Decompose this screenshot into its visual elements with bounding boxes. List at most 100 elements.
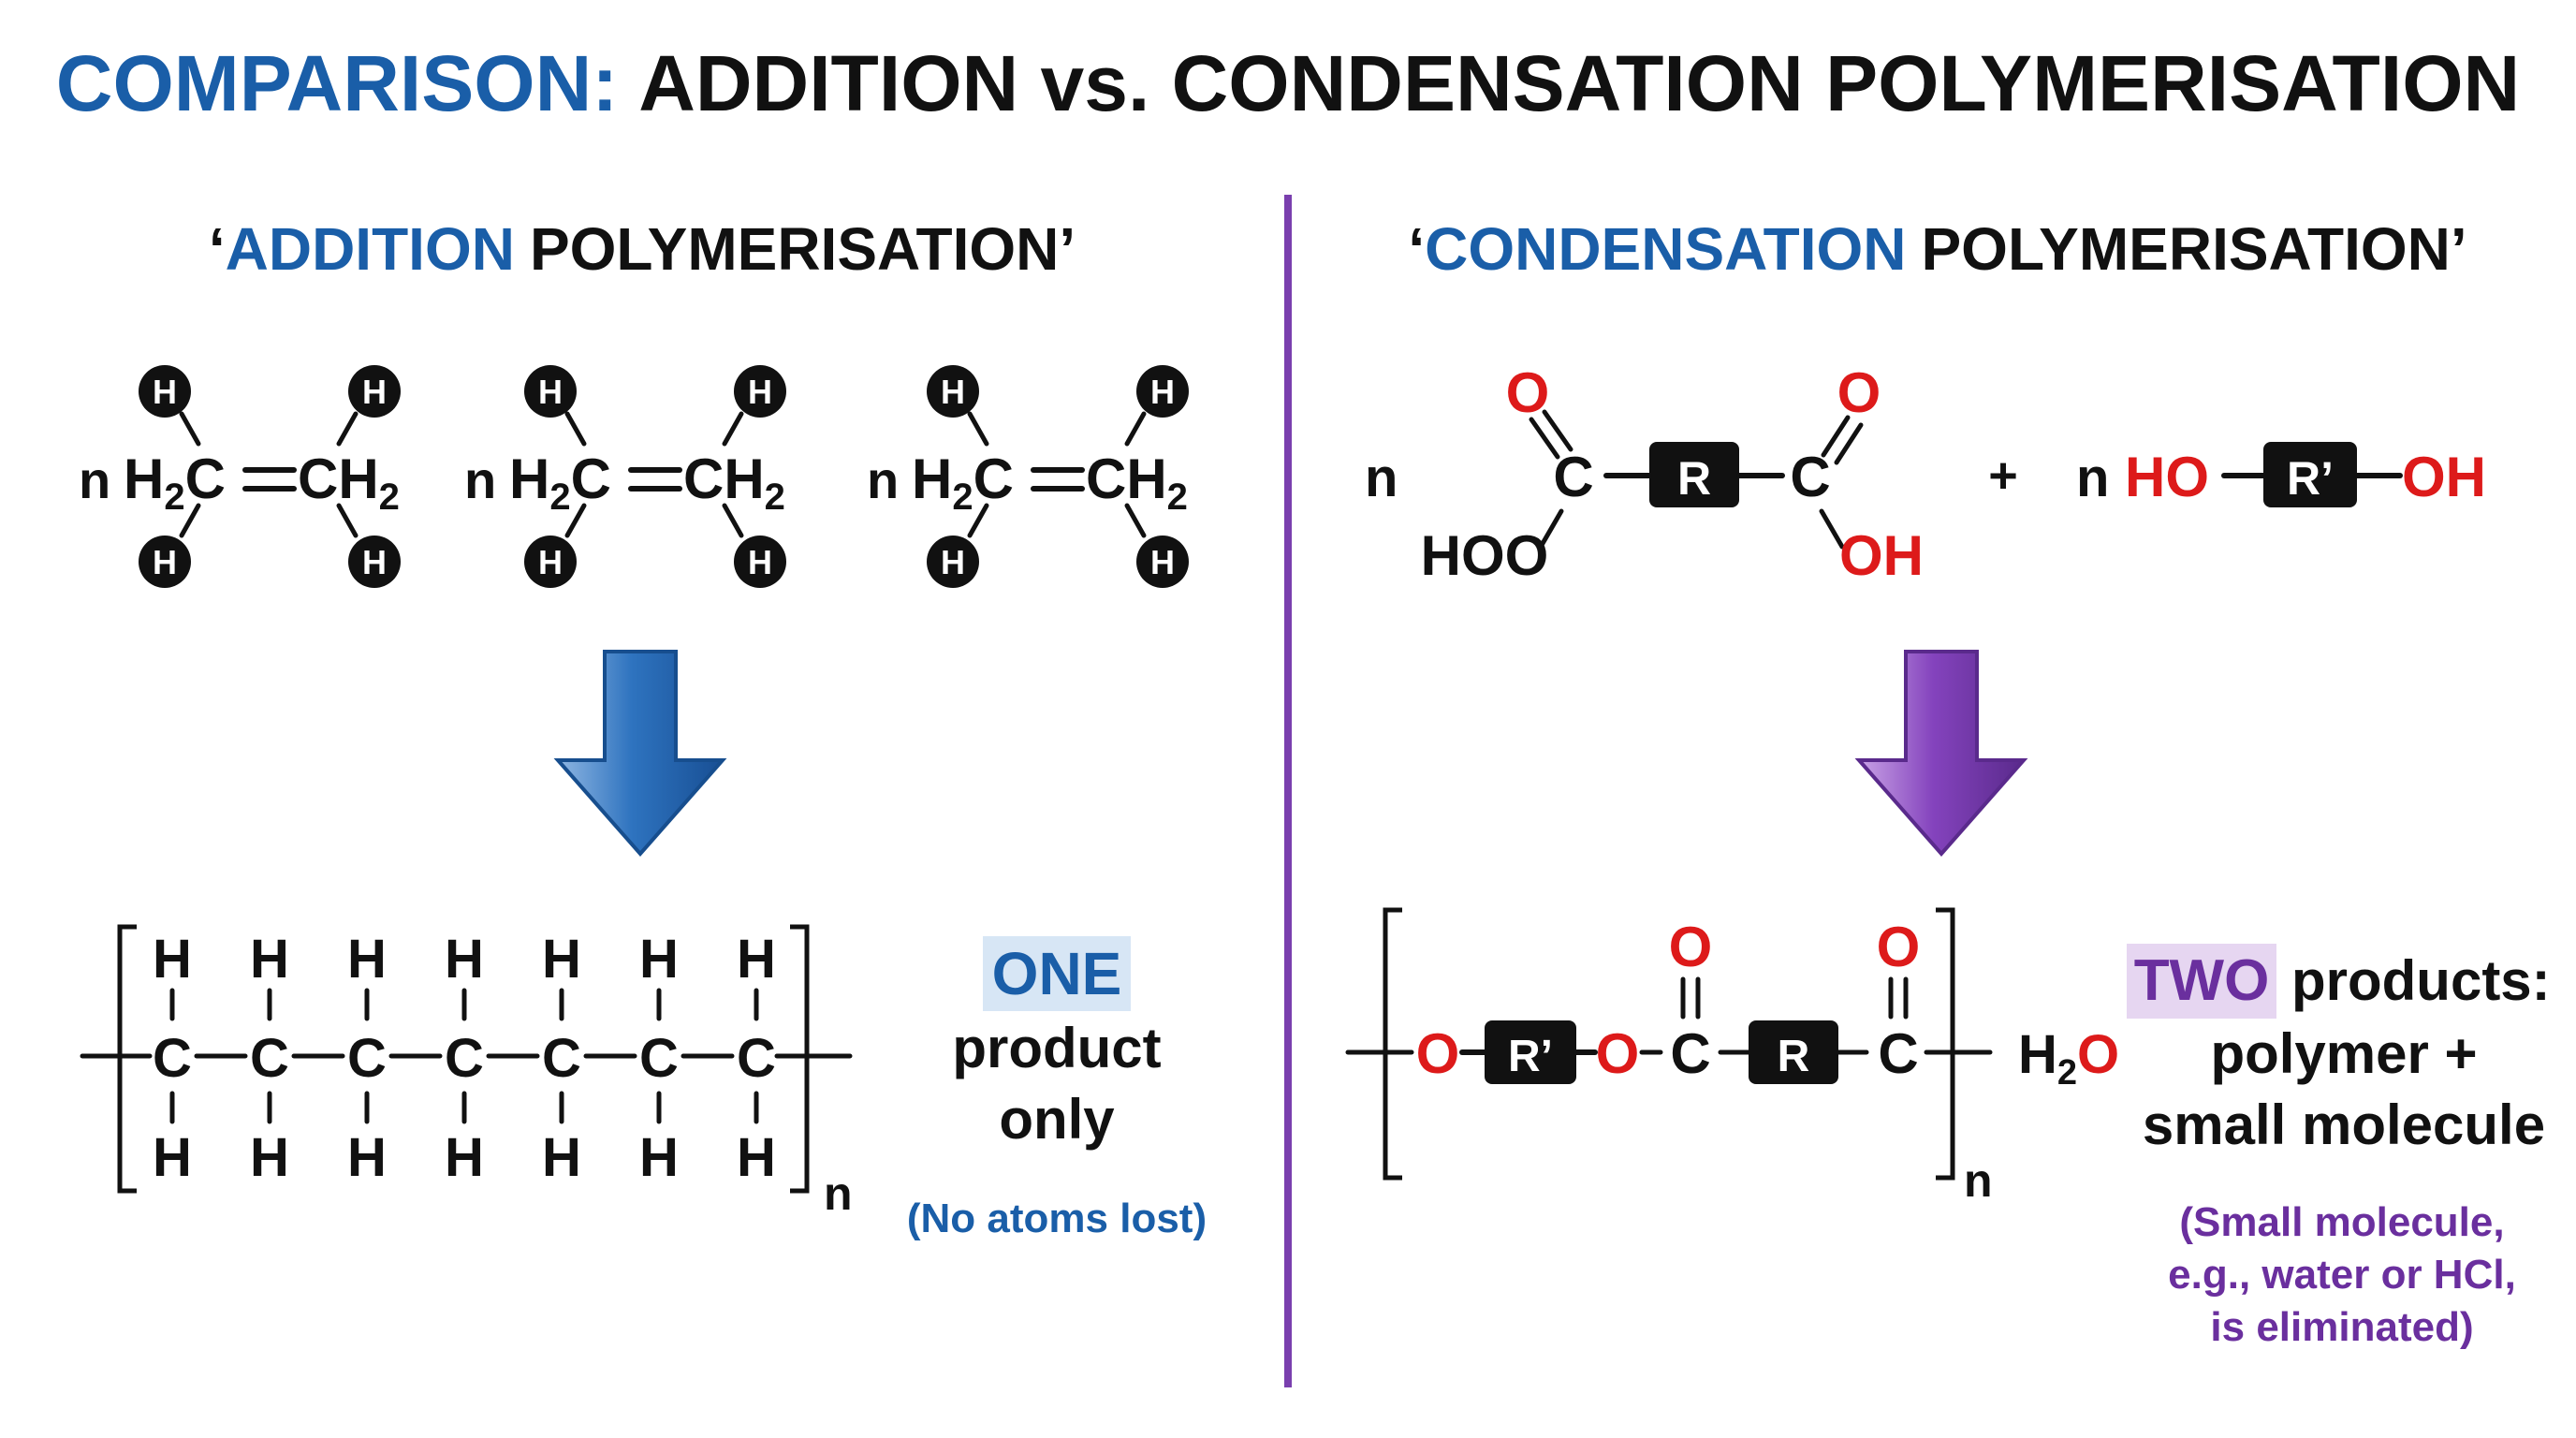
chain-hydrogen-top: H xyxy=(153,929,192,990)
acid-right-hydroxyl: OH xyxy=(1839,524,1924,587)
chain-carbon: C xyxy=(347,1028,387,1089)
svg-text:CH2: CH2 xyxy=(683,448,785,518)
polymer-r-prime-group xyxy=(1485,1020,1576,1084)
svg-text:H: H xyxy=(362,373,387,411)
svg-text:H: H xyxy=(153,373,177,411)
svg-text:n: n xyxy=(867,450,899,509)
chain-carbon: C xyxy=(542,1028,581,1089)
chain-carbon-unit: HCH xyxy=(639,929,735,1188)
acid-coefficient: n xyxy=(1365,448,1398,508)
polyester-chain: O R’ O C O R C O n xyxy=(1345,907,1993,1207)
chain-hydrogen-bottom: H xyxy=(250,1127,289,1188)
title-highlight: COMPARISON: xyxy=(56,39,618,127)
condensation-result-line3: small molecule xyxy=(2143,1093,2545,1156)
title-rest: ADDITION vs. CONDENSATION POLYMERISATION xyxy=(638,39,2520,127)
chain-carbon-unit: HCH xyxy=(542,929,637,1188)
monomer-coefficient: n xyxy=(79,450,110,509)
chain-hydrogen-bottom: H xyxy=(347,1127,387,1188)
chain-hydrogen-bottom: H xyxy=(153,1127,192,1188)
bond-line xyxy=(179,411,201,447)
two-badge-bg xyxy=(2127,944,2276,1019)
page-title: COMPARISON:ADDITION vs. CONDENSATION POL… xyxy=(56,39,2520,127)
condensation-result-line1: products: xyxy=(2291,949,2551,1012)
svg-text:R’: R’ xyxy=(1508,1032,1553,1081)
chain-hydrogen-top: H xyxy=(445,929,484,990)
svg-text:H: H xyxy=(748,543,772,581)
ethene-monomer: n H2C CH2 H H H H xyxy=(79,365,401,588)
chain-carbon: C xyxy=(737,1028,776,1089)
svg-text:n: n xyxy=(464,450,496,509)
condensation-repeat-n: n xyxy=(1964,1154,1993,1207)
hydrogen-atom xyxy=(1136,365,1189,418)
svg-text:CH2: CH2 xyxy=(1086,448,1188,518)
ester-oxygen: O xyxy=(1596,1022,1640,1085)
addition-result-line1: product xyxy=(952,1017,1161,1079)
dicarboxylic-acid-monomer: n O C R C O HOO OH xyxy=(1365,361,1924,587)
ester-oxygen: O xyxy=(1416,1022,1460,1085)
hydrogen-atom xyxy=(348,536,401,588)
condensation-note-line2: e.g., water or HCl, xyxy=(2168,1252,2516,1298)
acid-left-hydroxyl: HOO xyxy=(1421,524,1549,587)
chain-hydrogen-top: H xyxy=(250,929,289,990)
acid-carbon-left: C xyxy=(1553,446,1593,508)
svg-text:R: R xyxy=(1778,1032,1810,1081)
hydrogen-atom xyxy=(927,536,979,588)
one-badge-bg xyxy=(983,936,1131,1011)
chain-carbon-unit: HCH xyxy=(445,929,540,1188)
carbonyl-oxygen: O xyxy=(1877,916,1921,978)
chain-hydrogen-bottom: H xyxy=(639,1127,679,1188)
hydrogen-atom xyxy=(734,536,786,588)
svg-text:H2C: H2C xyxy=(912,448,1014,518)
hydrogen-atom xyxy=(139,365,191,418)
acid-oxygen-left: O xyxy=(1506,361,1550,424)
chain-hydrogen-top: H xyxy=(737,929,776,990)
chain-hydrogen-bottom: H xyxy=(445,1127,484,1188)
water-byproduct: H2O xyxy=(2018,1024,2119,1093)
carbonyl-carbon: C xyxy=(1878,1022,1918,1085)
hydrogen-atom xyxy=(734,365,786,418)
one-badge: ONE xyxy=(992,940,1122,1007)
ethene-monomers: n H2C CH2 H H H H n H2C xyxy=(79,365,1189,588)
monomer-right-group: CH2 xyxy=(298,448,400,518)
ethene-monomer: n H2C CH2 H H H H xyxy=(867,365,1189,588)
chain-carbon: C xyxy=(639,1028,679,1089)
chain-hydrogen-bottom: H xyxy=(542,1127,581,1188)
chain-hydrogen-top: H xyxy=(542,929,581,990)
svg-text:H: H xyxy=(538,373,563,411)
svg-text:H2C: H2C xyxy=(509,448,611,518)
right-bracket xyxy=(1936,907,1955,1181)
acid-r-group xyxy=(1649,442,1739,507)
svg-text:R: R xyxy=(1677,452,1711,505)
addition-note: (No atoms lost) xyxy=(907,1196,1207,1241)
svg-text:H: H xyxy=(153,543,177,581)
monomer-left-group: H2C xyxy=(124,448,226,518)
chain-carbon-unit: HCH xyxy=(250,929,345,1188)
right-bracket xyxy=(790,924,810,1194)
condensation-note-line3: is eliminated) xyxy=(2210,1304,2473,1350)
svg-text:H: H xyxy=(941,373,965,411)
addition-result-line2: only xyxy=(999,1088,1115,1151)
chain-carbon-unit: HCH xyxy=(737,929,776,1188)
diol-r-prime-group xyxy=(2263,442,2357,507)
svg-text:H: H xyxy=(941,543,965,581)
hydrogen-atom xyxy=(139,536,191,588)
condensation-result-line2: polymer + xyxy=(2210,1022,2477,1085)
chain-carbon-unit: HCH xyxy=(347,929,443,1188)
chain-hydrogen-top: H xyxy=(347,929,387,990)
plus-sign: + xyxy=(1988,448,2018,504)
diol-coefficient: n xyxy=(2076,448,2109,508)
svg-text:H: H xyxy=(538,543,563,581)
svg-text:H: H xyxy=(1150,373,1175,411)
diol-monomer: n HO R’ OH xyxy=(2076,442,2486,508)
carbonyl-carbon: C xyxy=(1670,1022,1710,1085)
chain-hydrogen-top: H xyxy=(639,929,679,990)
polymer-r-group xyxy=(1749,1020,1838,1084)
svg-text:H: H xyxy=(362,543,387,581)
